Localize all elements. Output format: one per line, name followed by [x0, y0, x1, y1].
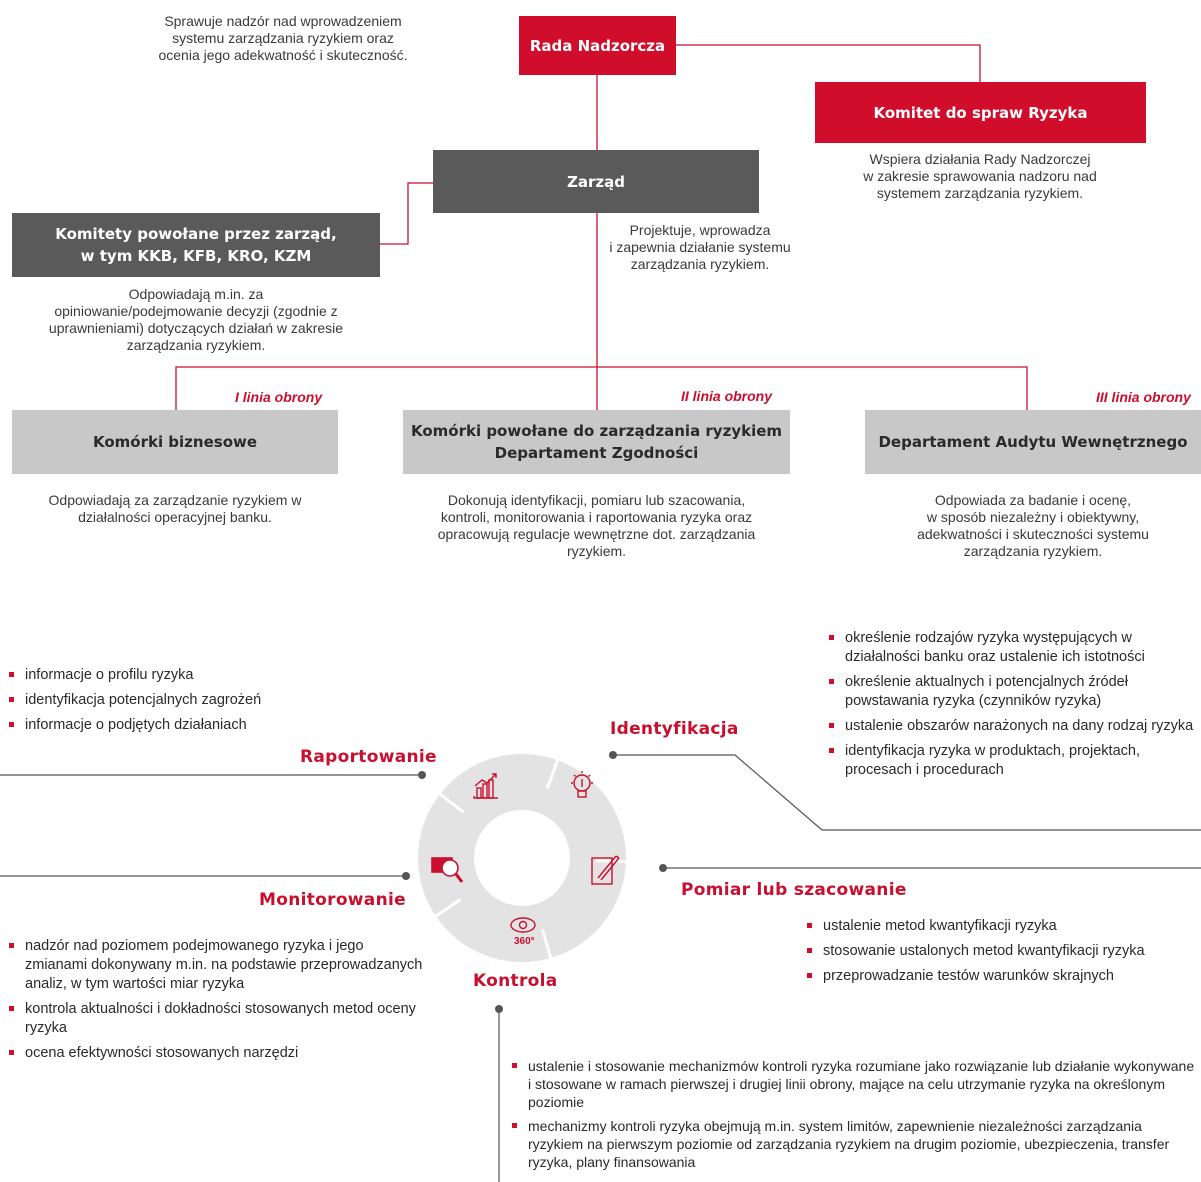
komitet-ryzyka-title: Komitet do spraw Ryzyka — [873, 103, 1088, 122]
list-item: mechanizmy kontroli ryzyka obejmują m.in… — [511, 1117, 1199, 1171]
line3-label: III linia obrony — [1096, 389, 1191, 405]
list-item: kontrola aktualności i dokładności stoso… — [8, 1000, 428, 1038]
audyt-description: Odpowiada za badanie i ocenę, w sposób n… — [917, 492, 1149, 559]
list-item: ustalenie i stosowanie mechanizmów kontr… — [511, 1057, 1199, 1111]
rada-nadzorcza-box: Rada Nadzorcza — [519, 16, 676, 75]
line2-label: II linia obrony — [681, 388, 773, 404]
audyt-title: Departament Audytu Wewnętrznego — [878, 433, 1188, 451]
list-item: informacje o profilu ryzyka — [8, 666, 388, 685]
eye-360-icon: 360° — [510, 917, 536, 947]
lightbulb-icon — [571, 771, 593, 798]
stage-pomiar: Pomiar lub szacowanie — [681, 880, 907, 900]
magnifier-icon — [431, 857, 464, 883]
zarzad-box: Zarząd — [433, 150, 759, 213]
komorki-ryzyka-title-line2: Departament Zgodności — [494, 444, 699, 462]
rada-description: Sprawuje nadzór nad wprowadzeniem system… — [158, 13, 408, 63]
komorki-biznesowe-description: Odpowiadają za zarządzanie ryzykiem w dz… — [48, 492, 302, 525]
stage-monitorowanie: Monitorowanie — [259, 890, 406, 910]
list-item: przeprowadzanie testów warunków skrajnyc… — [806, 967, 1201, 986]
risk-cycle-ring: 360° — [418, 754, 630, 963]
komorki-ryzyka-title-line1: Komórki powołane do zarządzania ryzykiem — [410, 422, 783, 440]
stage-identyfikacja: Identyfikacja — [610, 719, 739, 739]
komitety-zarzadu-title-line1: Komitety powołane przez zarząd, — [55, 225, 337, 243]
pencil-document-icon — [591, 855, 620, 885]
list-item: informacje o podjętych działaniach — [8, 716, 388, 735]
list-monitorowanie: nadzór nad poziomem podejmowanego ryzyka… — [8, 937, 428, 1069]
komorki-biznesowe-box: Komórki biznesowe — [12, 410, 338, 474]
zarzad-description: Projektuje, wprowadza i zapewnia działan… — [609, 222, 791, 272]
komitety-zarzadu-description: Odpowiadają m.in. za opiniowanie/podejmo… — [48, 286, 344, 353]
list-item: określenie aktualnych i potencjalnych źr… — [828, 673, 1198, 711]
komitety-zarzadu-title-line2: w tym KKB, KFB, KRO, KZM — [80, 247, 312, 265]
list-item: identyfikacja potencjalnych zagrożeń — [8, 691, 388, 710]
list-item: ocena efektywności stosowanych narzędzi — [8, 1044, 428, 1063]
line1-label: I linia obrony — [235, 389, 323, 405]
chart-icon — [473, 773, 498, 799]
komitet-ryzyka-box: Komitet do spraw Ryzyka — [815, 82, 1146, 143]
list-pomiar: ustalenie metod kwantyfikacji ryzyka sto… — [806, 917, 1201, 992]
komorki-ryzyka-description: Dokonują identyfikacji, pomiaru lub szac… — [437, 492, 756, 559]
list-item: stosowanie ustalonych metod kwantyfikacj… — [806, 942, 1201, 961]
list-kontrola: ustalenie i stosowanie mechanizmów kontr… — [511, 1057, 1199, 1177]
zarzad-title: Zarząd — [567, 172, 625, 191]
rada-nadzorcza-title: Rada Nadzorcza — [529, 36, 666, 55]
komitet-ryzyka-description: Wspiera działania Rady Nadzorczej w zakr… — [863, 151, 1097, 201]
komitety-zarzadu-box: Komitety powołane przez zarząd, w tym KK… — [12, 213, 380, 277]
list-item: identyfikacja ryzyka w produktach, proje… — [828, 742, 1198, 780]
list-item: ustalenie obszarów narażonych na dany ro… — [828, 717, 1198, 736]
icon-360-text: 360° — [514, 936, 535, 947]
komorki-biznesowe-title: Komórki biznesowe — [92, 433, 258, 451]
list-item: ustalenie metod kwantyfikacji ryzyka — [806, 917, 1201, 936]
stage-kontrola: Kontrola — [473, 971, 558, 991]
list-identyfikacja: określenie rodzajów ryzyka występujących… — [828, 629, 1198, 786]
audyt-box: Departament Audytu Wewnętrznego — [865, 410, 1201, 474]
stage-raportowanie: Raportowanie — [300, 747, 437, 767]
komorki-ryzyka-box: Komórki powołane do zarządzania ryzykiem… — [403, 410, 790, 474]
list-item: określenie rodzajów ryzyka występujących… — [828, 629, 1198, 667]
list-item: nadzór nad poziomem podejmowanego ryzyka… — [8, 937, 428, 994]
list-raportowanie: informacje o profilu ryzyka identyfikacj… — [8, 666, 388, 741]
